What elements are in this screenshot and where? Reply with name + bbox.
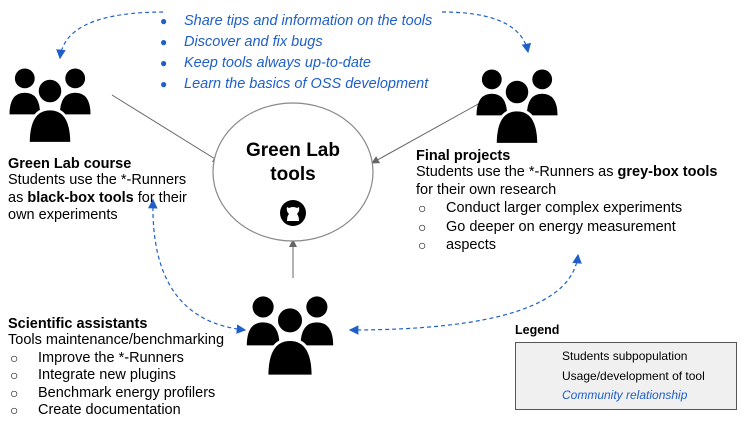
legend-row-students: Students subpopulation bbox=[562, 349, 688, 363]
community-item: Keep tools always up-to-date bbox=[160, 53, 432, 74]
green-lab-course-title: Green Lab course bbox=[8, 156, 132, 172]
community-arc-right bbox=[348, 253, 582, 335]
center-title: Green Lab tools bbox=[213, 139, 373, 187]
final-projects-list: Conduct larger complex experiments Go de… bbox=[416, 199, 746, 255]
community-arc-left bbox=[147, 198, 247, 334]
people-icon-bottom bbox=[245, 294, 335, 378]
green-lab-course-block: Green Lab course Students use the *-Runn… bbox=[8, 156, 208, 225]
people-icon-right bbox=[475, 68, 559, 146]
center-title-line2: tools bbox=[270, 164, 316, 185]
scientific-assistants-item: Integrate new plugins bbox=[8, 367, 248, 385]
final-projects-line2: for their own research bbox=[416, 181, 557, 198]
center-title-line1: Green Lab bbox=[246, 140, 340, 161]
final-projects-item: Go deeper on energy measurement bbox=[416, 218, 746, 237]
legend-title: Legend bbox=[515, 323, 560, 337]
scientific-assistants-subtitle: Tools maintenance/benchmarking bbox=[8, 332, 225, 348]
community-item: Share tips and information on the tools bbox=[160, 11, 432, 32]
community-item: Learn the basics of OSS development bbox=[160, 74, 432, 95]
green-lab-course-line2: as black-box tools for their bbox=[8, 189, 187, 206]
legend-box: Students subpopulation Usage/development… bbox=[515, 342, 737, 410]
community-benefits-list: Share tips and information on the tools … bbox=[160, 11, 432, 95]
community-arc-top bbox=[60, 11, 528, 58]
green-lab-course-line1: Students use the *-Runners bbox=[8, 172, 187, 188]
usage-arrow-left bbox=[111, 94, 221, 163]
scientific-assistants-list: Improve the *-Runners Integrate new plug… bbox=[8, 350, 248, 420]
legend-row-community: Community relationship bbox=[562, 388, 688, 402]
scientific-assistants-block: Scientific assistants Tools maintenance/… bbox=[8, 316, 248, 420]
green-lab-course-line3: own experiments bbox=[8, 207, 118, 223]
community-item: Discover and fix bugs bbox=[160, 32, 432, 53]
scientific-assistants-title: Scientific assistants bbox=[8, 316, 148, 332]
final-projects-line1: Students use the *-Runners as grey-box t… bbox=[416, 164, 718, 180]
scientific-assistants-item: Improve the *-Runners bbox=[8, 350, 248, 368]
final-projects-item: Conduct larger complex experiments bbox=[416, 199, 746, 218]
scientific-assistants-item: Create documentation bbox=[8, 402, 248, 420]
github-icon bbox=[280, 200, 306, 226]
legend-row-usage: Usage/development of tool bbox=[562, 369, 705, 383]
final-projects-item-continuation: aspects bbox=[416, 236, 746, 255]
final-projects-title: Final projects bbox=[416, 148, 511, 164]
final-projects-block: Final projects Students use the *-Runner… bbox=[416, 148, 746, 255]
green-lab-tools-circle bbox=[212, 102, 374, 242]
people-icon-left bbox=[8, 67, 92, 145]
usage-arrow-right bbox=[371, 102, 481, 164]
scientific-assistants-item: Benchmark energy profilers bbox=[8, 385, 248, 403]
